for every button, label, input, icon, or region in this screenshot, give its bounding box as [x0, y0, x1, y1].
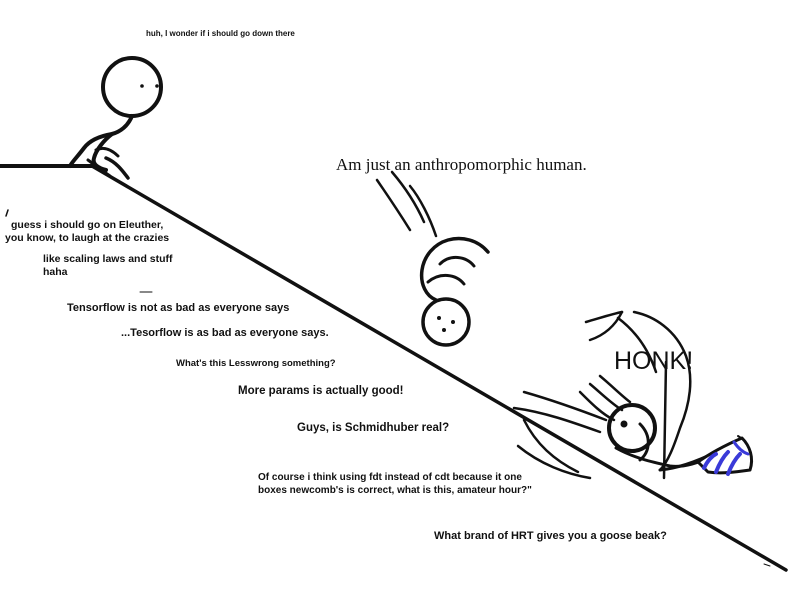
goose-head: [607, 403, 657, 453]
top-caption: huh, I wonder if i should go down there: [146, 29, 295, 38]
slope-caption-schmidhuber: Guys, is Schmidhuber real?: [297, 422, 450, 434]
slope-caption-scaling-laws: like scaling laws and stuff haha: [43, 253, 173, 279]
slope-caption-lesswrong: What's this Lesswrong something?: [176, 358, 336, 369]
falling-figure-head: [421, 297, 471, 347]
honk-caption: HONK!: [614, 347, 694, 375]
caption-line: boxes newcomb's is correct, what is this…: [258, 484, 532, 496]
top-stick-figure: [68, 56, 163, 180]
anthropomorphic-caption: Am just an anthropomorphic human.: [336, 155, 587, 174]
slope-caption-hrt: What brand of HRT gives you a goose beak…: [434, 530, 667, 542]
slope-caption-fdt-cdt: Of course i think using fdt instead of c…: [258, 472, 532, 497]
slope-caption-tensorflow-bad: ...Tesorflow is as bad as everyone says.: [121, 327, 329, 339]
slope-caption-tensorflow-good: Tensorflow is not as bad as everyone say…: [67, 302, 290, 314]
caption-line: haha: [43, 266, 68, 279]
caption-line: you know, to laugh at the crazies: [5, 232, 170, 245]
caption-line: guess i should go on Eleuther,: [11, 219, 164, 231]
caption-line: like scaling laws and stuff: [43, 253, 173, 265]
caption-line: Of course i think using fdt instead of c…: [258, 472, 522, 483]
goose-figure: [512, 310, 754, 480]
falling-stick-figure: [375, 170, 490, 347]
slope-caption-eleuther: guess i should go on Eleuther, you know,…: [5, 219, 169, 245]
slope-line: [90, 164, 788, 572]
slope-caption-more-params: More params is actually good!: [238, 385, 404, 397]
top-figure-head: [101, 56, 163, 118]
